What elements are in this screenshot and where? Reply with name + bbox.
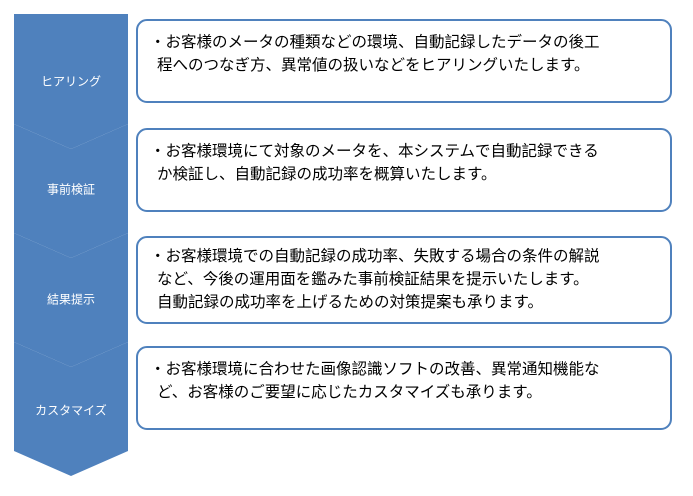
step-chevron-result-presentation: 結果提示 — [14, 233, 128, 367]
chevron-shape-hearing — [14, 14, 128, 149]
step-description-result-presentation: ・お客様環境での自動記録の成功率、失敗する場合の条件の解説 など、今後の運用面を… — [136, 236, 672, 324]
step-text-line: ・お客様環境にて対象のメータを、本システムで自動記録できる — [150, 142, 599, 160]
chevron-label-hearing: ヒアリング — [41, 75, 101, 89]
step-chevron-pre-verification: 事前検証 — [14, 124, 128, 258]
step-text-line: か検証し、自動記録の成功率を概算いたします。 — [157, 165, 497, 183]
step-description-customize: ・お客様環境に合わせた画像認識ソフトの改善、異常通知機能な ど、お客様のご要望に… — [136, 346, 672, 430]
chevron-label-result-presentation: 結果提示 — [47, 292, 95, 307]
step-text-line: 程へのつなぎ方、異常値の扱いなどをヒアリングいたします。 — [157, 56, 590, 74]
step-description-pre-verification: ・お客様環境にて対象のメータを、本システムで自動記録できる か検証し、自動記録の… — [136, 128, 672, 212]
step-chevron-hearing: ヒアリング — [14, 14, 128, 149]
chevron-shape-pre-verification — [14, 124, 128, 258]
step-text-line: ・お客様環境に合わせた画像認識ソフトの改善、異常通知機能な — [150, 360, 600, 378]
chevron-label-pre-verification: 事前検証 — [47, 182, 95, 197]
step-text-line: ・お客様のメータの種類などの環境、自動記録したデータの後工 — [150, 33, 600, 51]
step-text-line: ・お客様環境での自動記録の成功率、失敗する場合の条件の解説 — [150, 247, 600, 265]
step-text-line: 自動記録の成功率を上げるための対策提案も承ります。 — [157, 293, 543, 311]
step-chevron-customize: カスタマイズ — [14, 342, 128, 476]
step-text-line: ど、お客様のご要望に応じたカスタマイズも承ります。 — [157, 383, 542, 401]
chevron-shape-result-presentation — [14, 233, 128, 367]
step-text-line: など、今後の運用面を鑑みた事前検証結果を提示いたします。 — [157, 270, 589, 288]
step-description-hearing: ・お客様のメータの種類などの環境、自動記録したデータの後工 程へのつなぎ方、異常… — [136, 19, 672, 103]
chevron-shape-customize — [14, 342, 128, 476]
chevron-label-customize: カスタマイズ — [35, 403, 107, 418]
